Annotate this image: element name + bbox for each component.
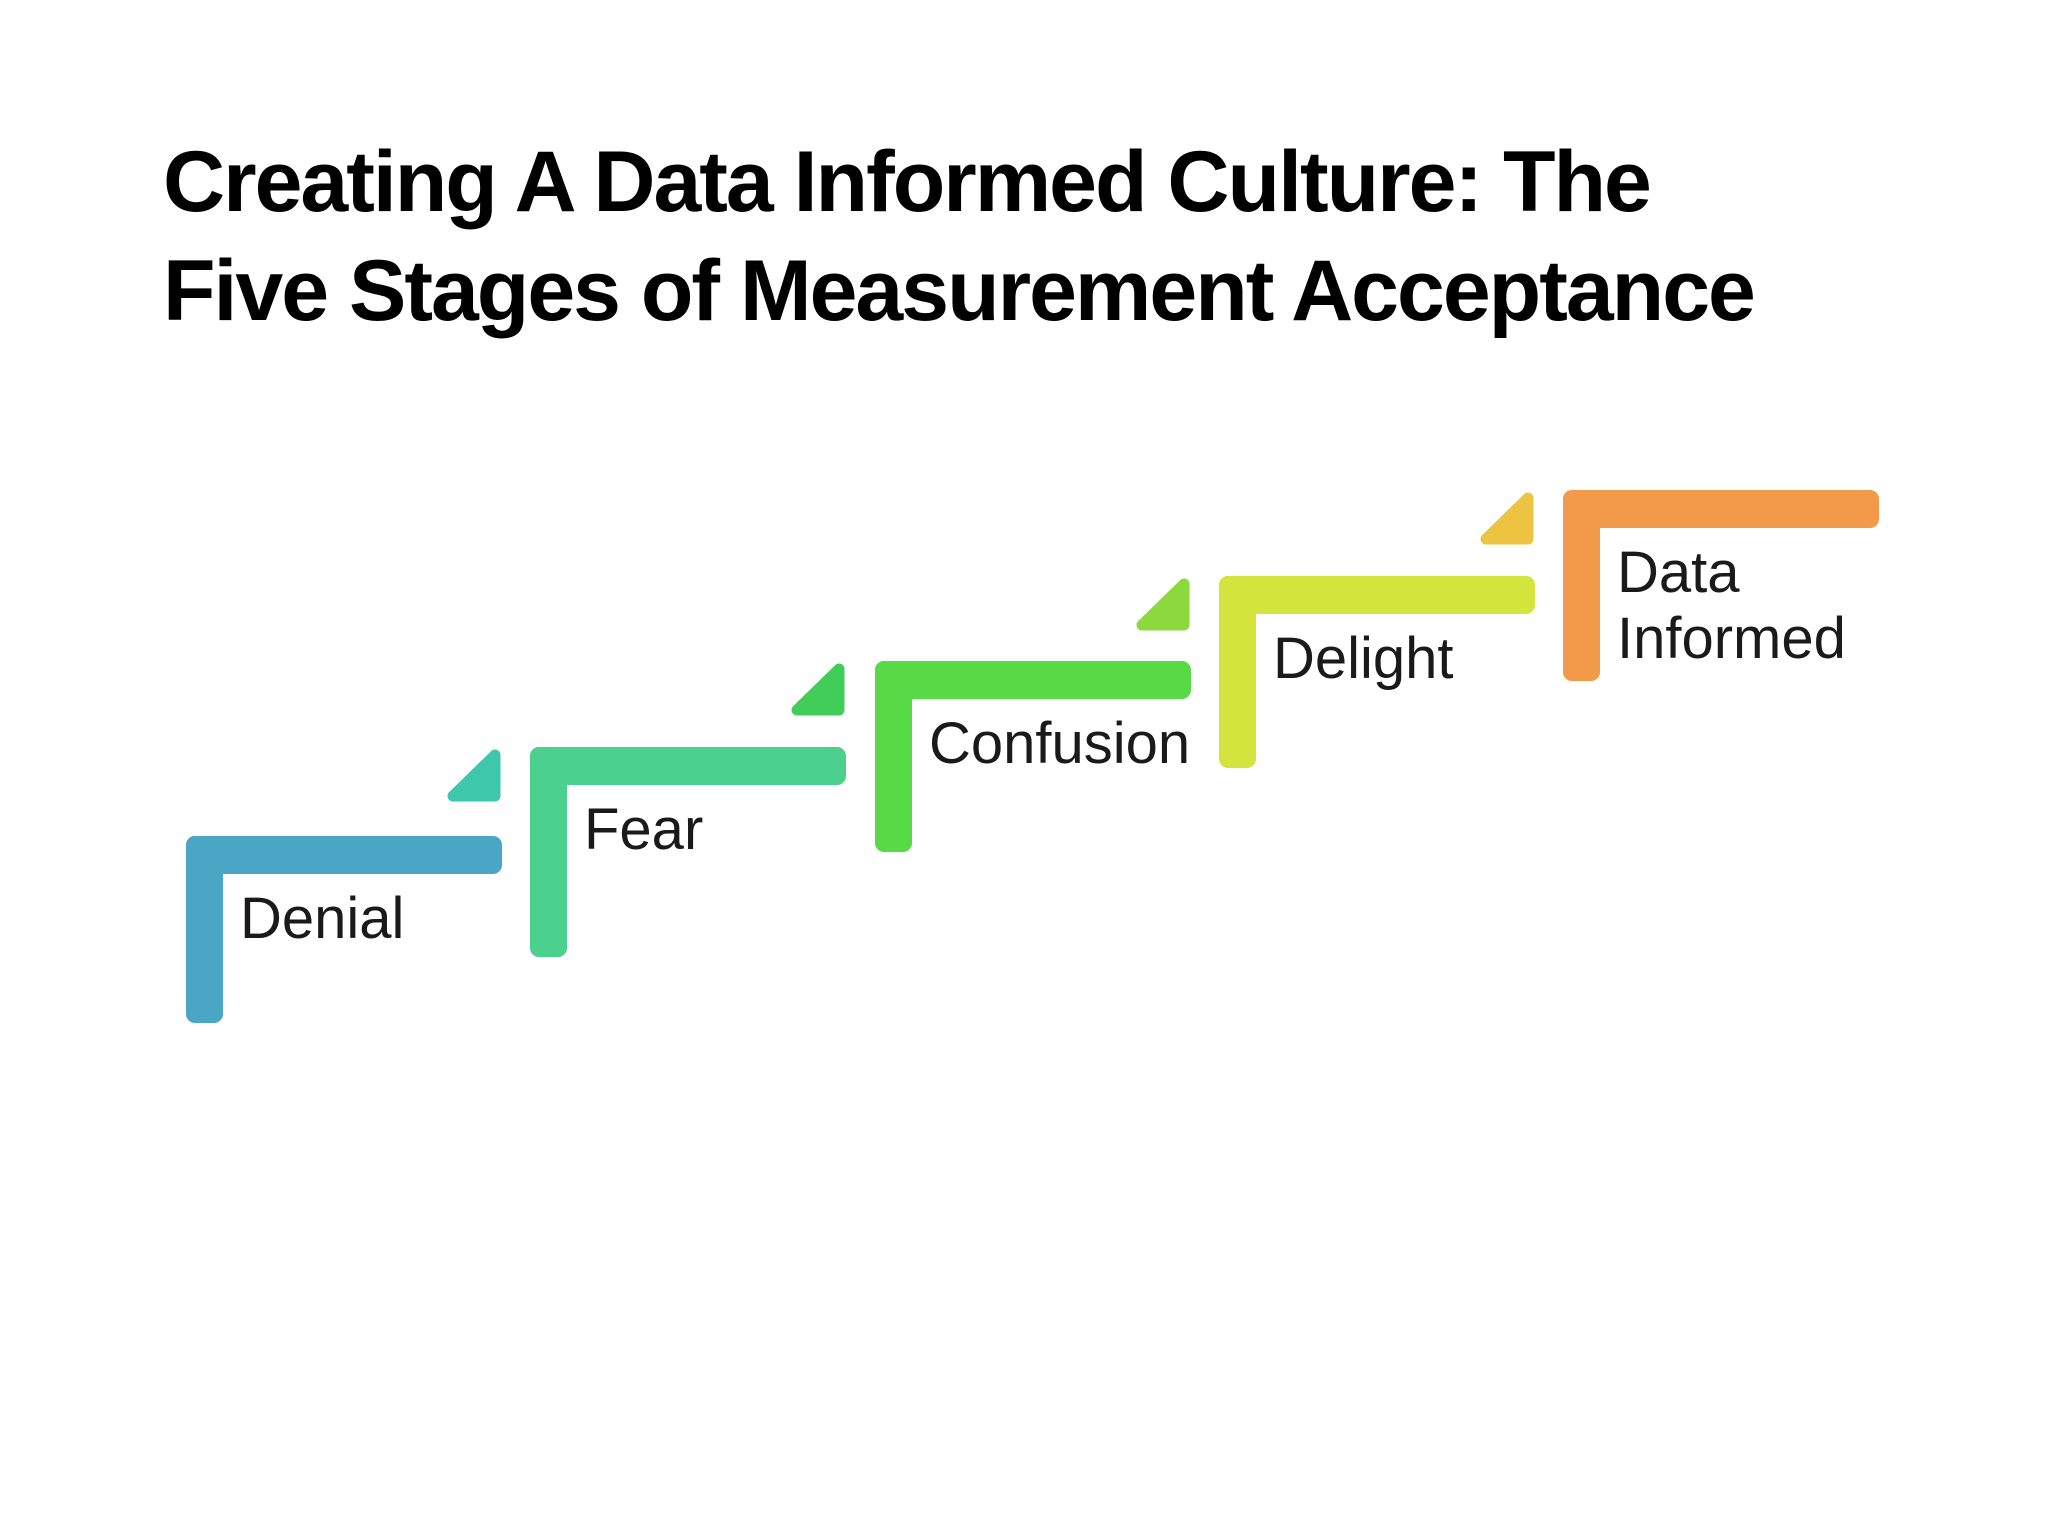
stage-label-delight: Delight xyxy=(1273,626,1454,691)
stage-horizontal-bar xyxy=(1563,490,1879,528)
stage-label-data-informed: Data Informed xyxy=(1617,540,1846,671)
slide-title-line2: Five Stages of Measurement Acceptance xyxy=(163,243,1756,339)
transition-triangle-icon xyxy=(447,749,501,802)
stage-horizontal-bar xyxy=(186,836,502,874)
slide-title: Creating A Data Informed Culture: The Fi… xyxy=(163,128,1963,346)
stage-horizontal-bar xyxy=(875,661,1191,699)
transition-triangle-icon xyxy=(1480,492,1534,545)
transition-triangle-icon xyxy=(791,663,845,716)
stage-label-confusion: Confusion xyxy=(929,711,1191,776)
stage-label-fear: Fear xyxy=(584,797,704,862)
transition-triangle-icon xyxy=(1136,578,1190,631)
stage-label-denial: Denial xyxy=(240,886,405,951)
stage-horizontal-bar xyxy=(530,747,846,785)
slide-title-line1: Creating A Data Informed Culture: The xyxy=(163,134,1652,230)
stage-horizontal-bar xyxy=(1219,576,1535,614)
